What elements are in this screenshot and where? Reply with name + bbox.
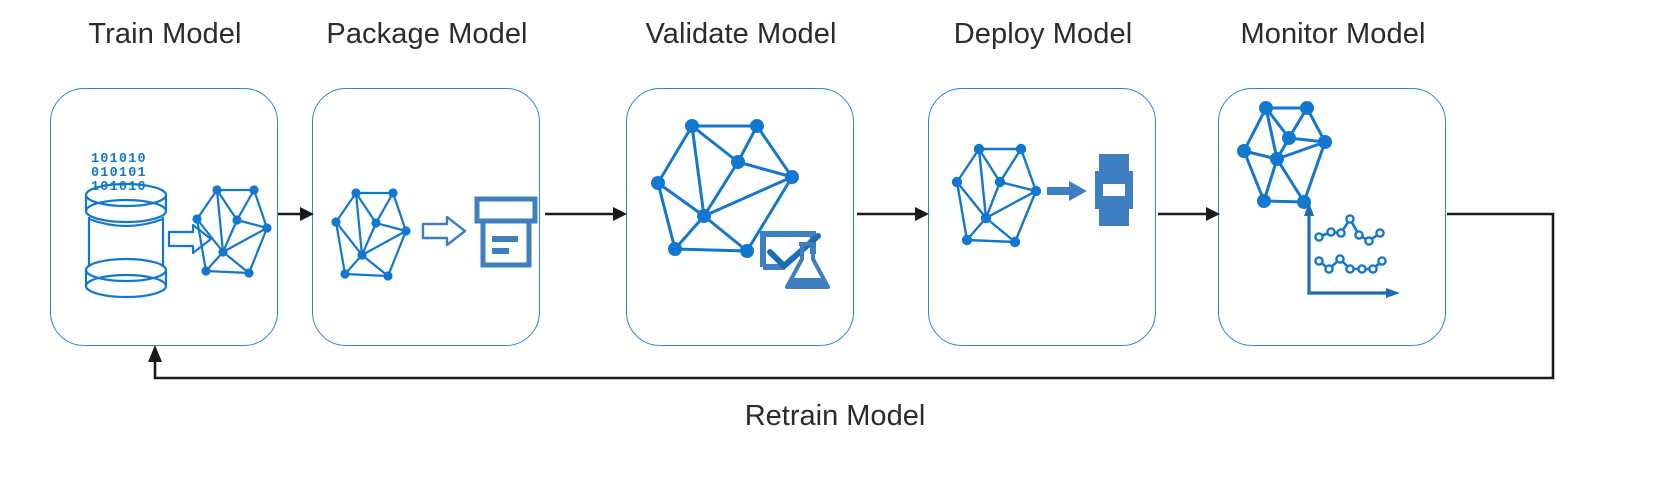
connector-deploy-to-monitor	[1158, 200, 1220, 228]
svg-text:010101: 010101	[91, 166, 147, 181]
stage-title-deploy: Deploy Model	[953, 18, 1133, 50]
stage-card-package[interactable]	[312, 88, 540, 346]
stage-title-validate: Validate Model	[645, 18, 837, 50]
stage-title-monitor: Monitor Model	[1240, 18, 1426, 50]
stage-title-train: Train Model	[88, 18, 242, 50]
database-to-neural-network-icon: 101010 010101 101010	[51, 89, 277, 345]
stage-title-package: Package Model	[326, 18, 528, 50]
neural-network-with-line-chart-icon	[1219, 89, 1445, 345]
connector-validate-to-deploy	[857, 200, 929, 228]
neural-network-checklist-flask-icon	[627, 89, 853, 345]
neural-network-to-box-icon	[313, 89, 539, 345]
connector-train-to-package	[278, 200, 314, 228]
neural-network-to-servers-icon	[929, 89, 1155, 345]
stage-card-monitor[interactable]	[1218, 88, 1446, 346]
svg-text:101010: 101010	[91, 152, 147, 167]
stage-card-deploy[interactable]	[928, 88, 1156, 346]
retrain-loop-label: Retrain Model	[744, 400, 926, 432]
stage-card-train[interactable]: 101010 010101 101010	[50, 88, 278, 346]
connector-package-to-validate	[545, 200, 627, 228]
stage-card-validate[interactable]	[626, 88, 854, 346]
